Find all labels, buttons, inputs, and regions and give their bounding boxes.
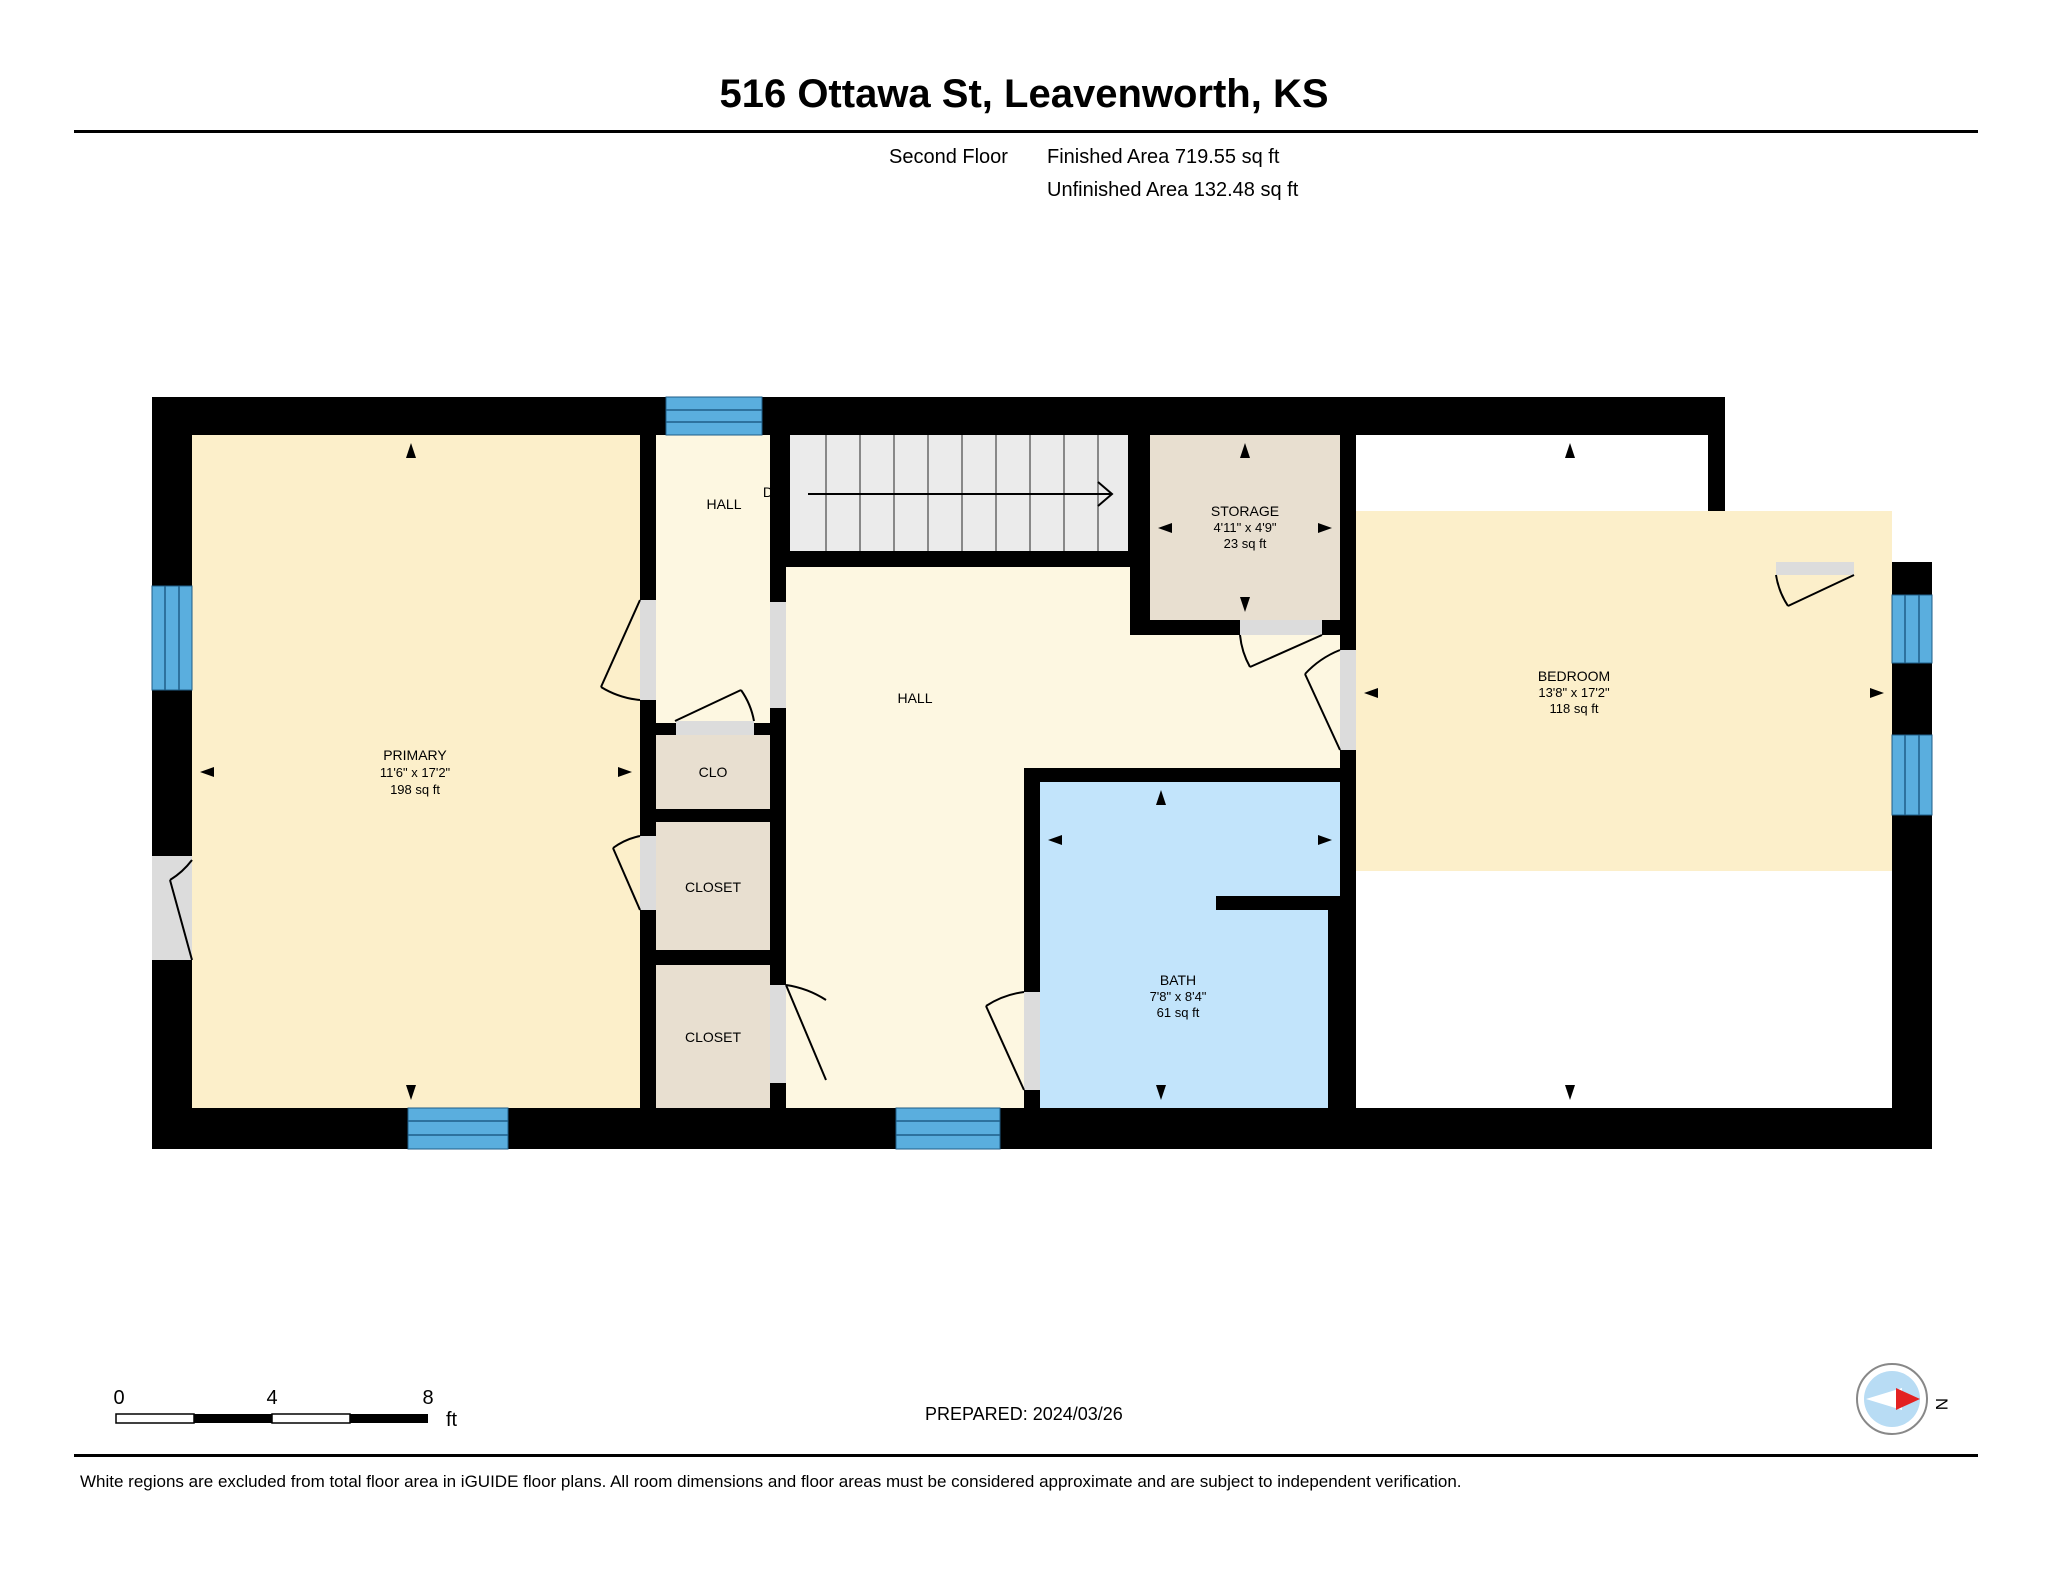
- window-mullions: [164, 409, 1920, 1136]
- room-hall-main: [786, 567, 1340, 1108]
- unfinished-area: Unfinished Area 132.48 sq ft: [1047, 179, 1299, 201]
- door-swings: [169, 574, 1855, 1091]
- bedroom-dims: 13'8" x 17'2": [1538, 685, 1610, 700]
- bath-dims: 7'8" x 8'4": [1150, 989, 1207, 1004]
- room-clo: [656, 735, 770, 809]
- window-primary-bottom: [407, 1107, 509, 1150]
- bedroom-label: BEDROOM: [1538, 668, 1610, 684]
- room-closet-1: [656, 822, 770, 950]
- room-primary: [192, 435, 640, 1108]
- scale-bar: 0 4 8 ft: [113, 1387, 457, 1431]
- stairs-label: DN: [763, 484, 783, 500]
- page-title: 516 Ottawa St, Leavenworth, KS: [719, 72, 1329, 116]
- room-bath: [1040, 782, 1340, 1108]
- window-bedroom-right-1: [1891, 594, 1933, 664]
- storage-area: 23 sq ft: [1224, 536, 1267, 551]
- window-top-hall: [665, 396, 763, 436]
- stair-direction-arrow: [808, 481, 1114, 507]
- dimension-markers: [200, 443, 1884, 1100]
- primary-label: PRIMARY: [383, 747, 447, 763]
- hall-top-label: HALL: [706, 496, 741, 512]
- room-storage: [1150, 435, 1340, 620]
- disclaimer-text: White regions are excluded from total fl…: [80, 1472, 1462, 1491]
- primary-area: 198 sq ft: [390, 782, 440, 797]
- windows: [151, 396, 1933, 1150]
- primary-dims: 11'6" x 17'2": [380, 765, 451, 780]
- bath-inner-wall: [1216, 896, 1340, 910]
- clo-label: CLO: [699, 764, 728, 780]
- room-closet-2: [656, 965, 770, 1108]
- prepared-date: PREPARED: 2024/03/26: [925, 1404, 1123, 1424]
- storage-dims: 4'11" x 4'9": [1213, 520, 1276, 535]
- bedroom-area: 118 sq ft: [1550, 701, 1599, 716]
- scale-tick-8: 8: [422, 1387, 433, 1409]
- door-openings: [152, 562, 1854, 1090]
- finished-area: Finished Area 719.55 sq ft: [1047, 146, 1280, 168]
- room-hall-top: [656, 435, 770, 723]
- scale-unit: ft: [446, 1409, 458, 1431]
- footer-divider: [74, 1454, 1978, 1457]
- floor-name: Second Floor: [889, 146, 1008, 168]
- window-hall-bottom: [895, 1107, 1001, 1150]
- bath-label: BATH: [1160, 972, 1196, 988]
- scale-tick-4: 4: [266, 1387, 277, 1409]
- compass-north-label: N: [1932, 1398, 1951, 1410]
- scale-tick-0: 0: [113, 1387, 124, 1409]
- closet-1-label: CLOSET: [685, 879, 741, 895]
- hall-main-label: HALL: [897, 690, 932, 706]
- window-bedroom-right-2: [1891, 734, 1933, 816]
- storage-label: STORAGE: [1211, 503, 1279, 519]
- bath-area: 61 sq ft: [1157, 1005, 1200, 1020]
- closet-2-label: CLOSET: [685, 1029, 741, 1045]
- compass-icon: N: [1856, 1363, 1951, 1435]
- title-divider: [74, 130, 1978, 133]
- window-primary-left: [151, 585, 193, 691]
